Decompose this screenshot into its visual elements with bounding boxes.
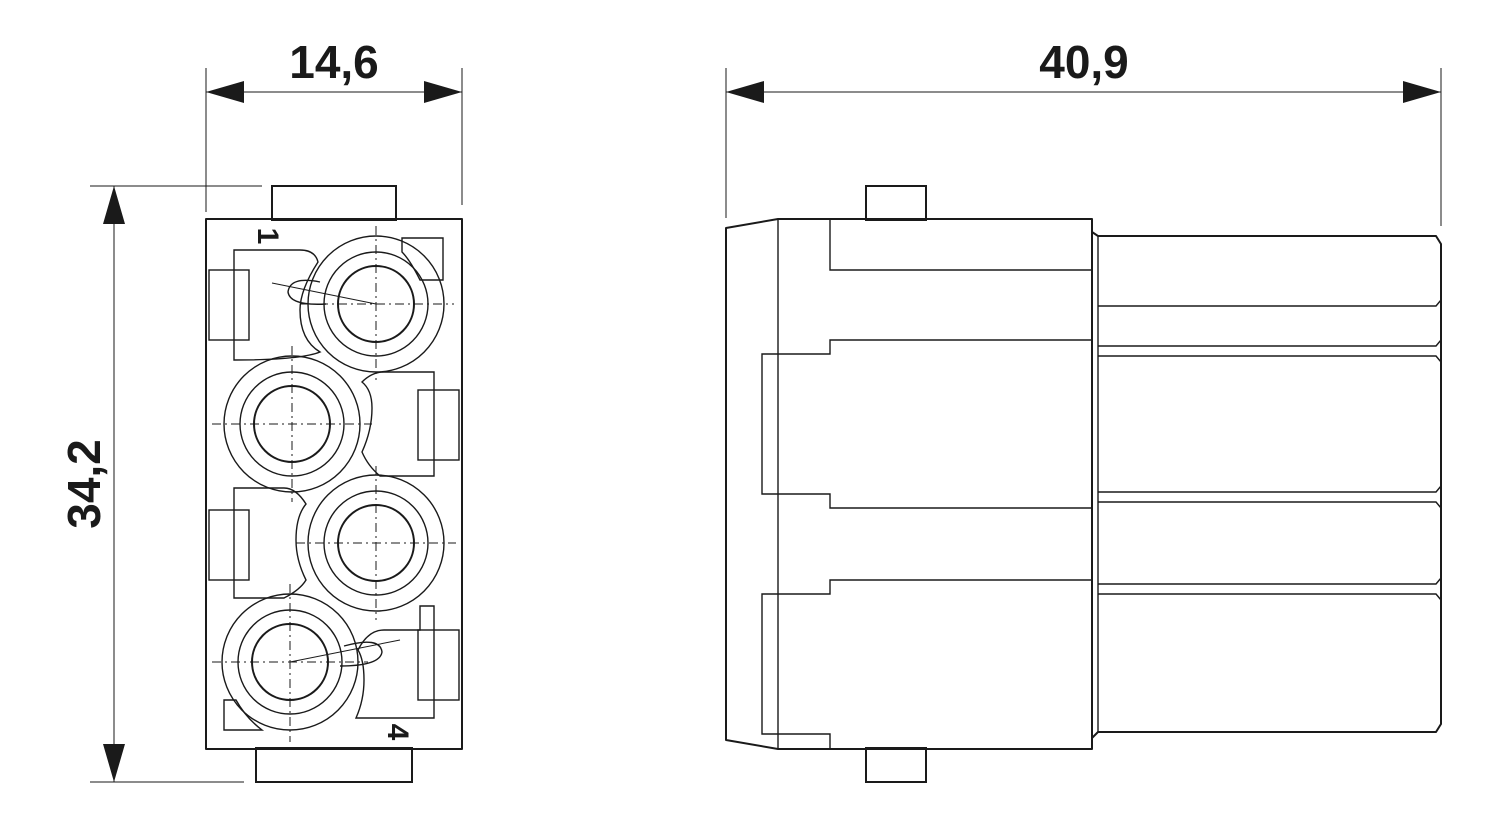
pin-socket-3 — [296, 466, 456, 620]
side-length-dimension: 40,9 — [725, 36, 1442, 226]
pin-socket-2 — [212, 346, 372, 502]
front-cavity-2 — [360, 371, 435, 477]
front-corner-pad-4 — [223, 699, 265, 731]
front-key-slot-4 — [417, 629, 460, 701]
side-view — [725, 185, 1442, 783]
pin-label-1: 1 — [251, 228, 284, 245]
pin-label-4: 4 — [381, 724, 414, 741]
front-top-latch — [271, 185, 397, 221]
side-step-lower — [761, 579, 1092, 749]
side-step-top — [829, 219, 1092, 271]
front-cavity-4 — [354, 605, 435, 719]
height-label: 34,2 — [58, 439, 110, 529]
side-rear-section — [1091, 231, 1442, 739]
side-body — [725, 218, 1093, 750]
pin-socket-1 — [271, 226, 454, 380]
front-cavity-3 — [233, 487, 307, 599]
front-key-slot-1 — [208, 269, 250, 341]
front-cavity-1 — [233, 249, 322, 361]
front-width-label: 14,6 — [289, 36, 379, 88]
height-dimension: 34,2 — [58, 185, 262, 783]
front-key-slot-2 — [417, 389, 460, 461]
side-step-middle — [761, 339, 1092, 509]
front-bottom-latch — [255, 747, 413, 783]
front-view: 1 4 — [205, 185, 463, 783]
pin-socket-4 — [212, 584, 401, 742]
side-bottom-latch — [865, 747, 927, 783]
front-housing — [205, 218, 463, 750]
front-width-dimension: 14,6 — [205, 36, 463, 212]
side-length-label: 40,9 — [1039, 36, 1129, 88]
side-top-latch — [865, 185, 927, 221]
front-key-slot-3 — [208, 509, 250, 581]
